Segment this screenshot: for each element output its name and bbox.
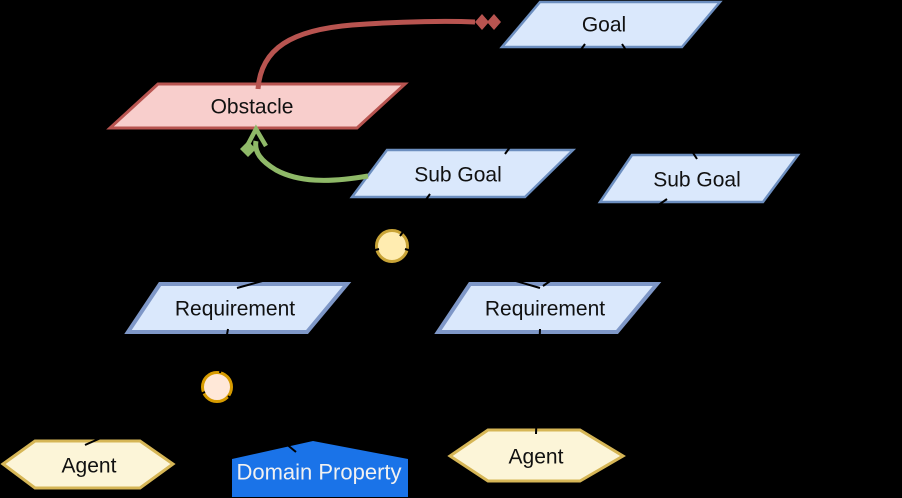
- node-subgoal-right[interactable]: [597, 153, 801, 204]
- edge-subgoal-left-to-circle[interactable]: [399, 193, 431, 237]
- obstruction-edge[interactable]: [255, 14, 501, 90]
- edge-requirement-left-to-circle-lower[interactable]: [219, 328, 229, 374]
- node-refinement-circle-lower[interactable]: [201, 371, 233, 403]
- node-goal[interactable]: [499, 0, 723, 49]
- edge-circle-lower-to-domain-property[interactable]: [227, 395, 297, 453]
- refinement-connectors[interactable]: [84, 43, 698, 453]
- double-diamond-marker-icon: [487, 14, 501, 30]
- node-refinement-circle-upper[interactable]: [375, 229, 409, 263]
- obstruction-curve[interactable]: [255, 18, 476, 90]
- node-domain-property[interactable]: [232, 441, 408, 497]
- edge-goal-to-subgoal-right[interactable]: [621, 43, 698, 160]
- edge-subgoal-right-to-requirement-right[interactable]: [542, 198, 668, 287]
- node-obstacle[interactable]: [106, 82, 409, 130]
- node-requirement-right[interactable]: [434, 282, 662, 334]
- resolution-edge[interactable]: [240, 124, 369, 183]
- subgoal-right-label: Sub Goal: [653, 169, 741, 192]
- edge-circle-to-requirement-left[interactable]: [236, 248, 380, 289]
- double-diamond-marker-icon: [475, 14, 489, 30]
- edge-circle-to-requirement-right[interactable]: [404, 248, 541, 289]
- agent-left-label: Agent: [62, 455, 117, 478]
- node-agent-right[interactable]: [447, 428, 626, 483]
- requirement-right-label: Requirement: [485, 298, 605, 321]
- obstacle-label: Obstacle: [211, 96, 294, 119]
- edge-circle-lower-to-agent-left[interactable]: [84, 391, 206, 446]
- arrowhead-icon: [244, 124, 268, 150]
- domain-property-label: Domain Property: [236, 460, 401, 485]
- subgoal-left-label: Sub Goal: [414, 164, 502, 187]
- edge-requirement-right-to-agent-right[interactable]: [535, 328, 541, 435]
- node-requirement-left[interactable]: [124, 282, 352, 334]
- node-subgoal-left[interactable]: [349, 148, 577, 199]
- edge-goal-to-subgoal-left[interactable]: [504, 43, 586, 155]
- resolution-curve[interactable]: [253, 140, 369, 183]
- goal-label: Goal: [582, 14, 626, 37]
- node-agent-left[interactable]: [0, 439, 176, 490]
- agent-right-label: Agent: [509, 446, 564, 469]
- requirement-left-label: Requirement: [175, 298, 295, 321]
- diamond-marker-icon: [240, 141, 256, 157]
